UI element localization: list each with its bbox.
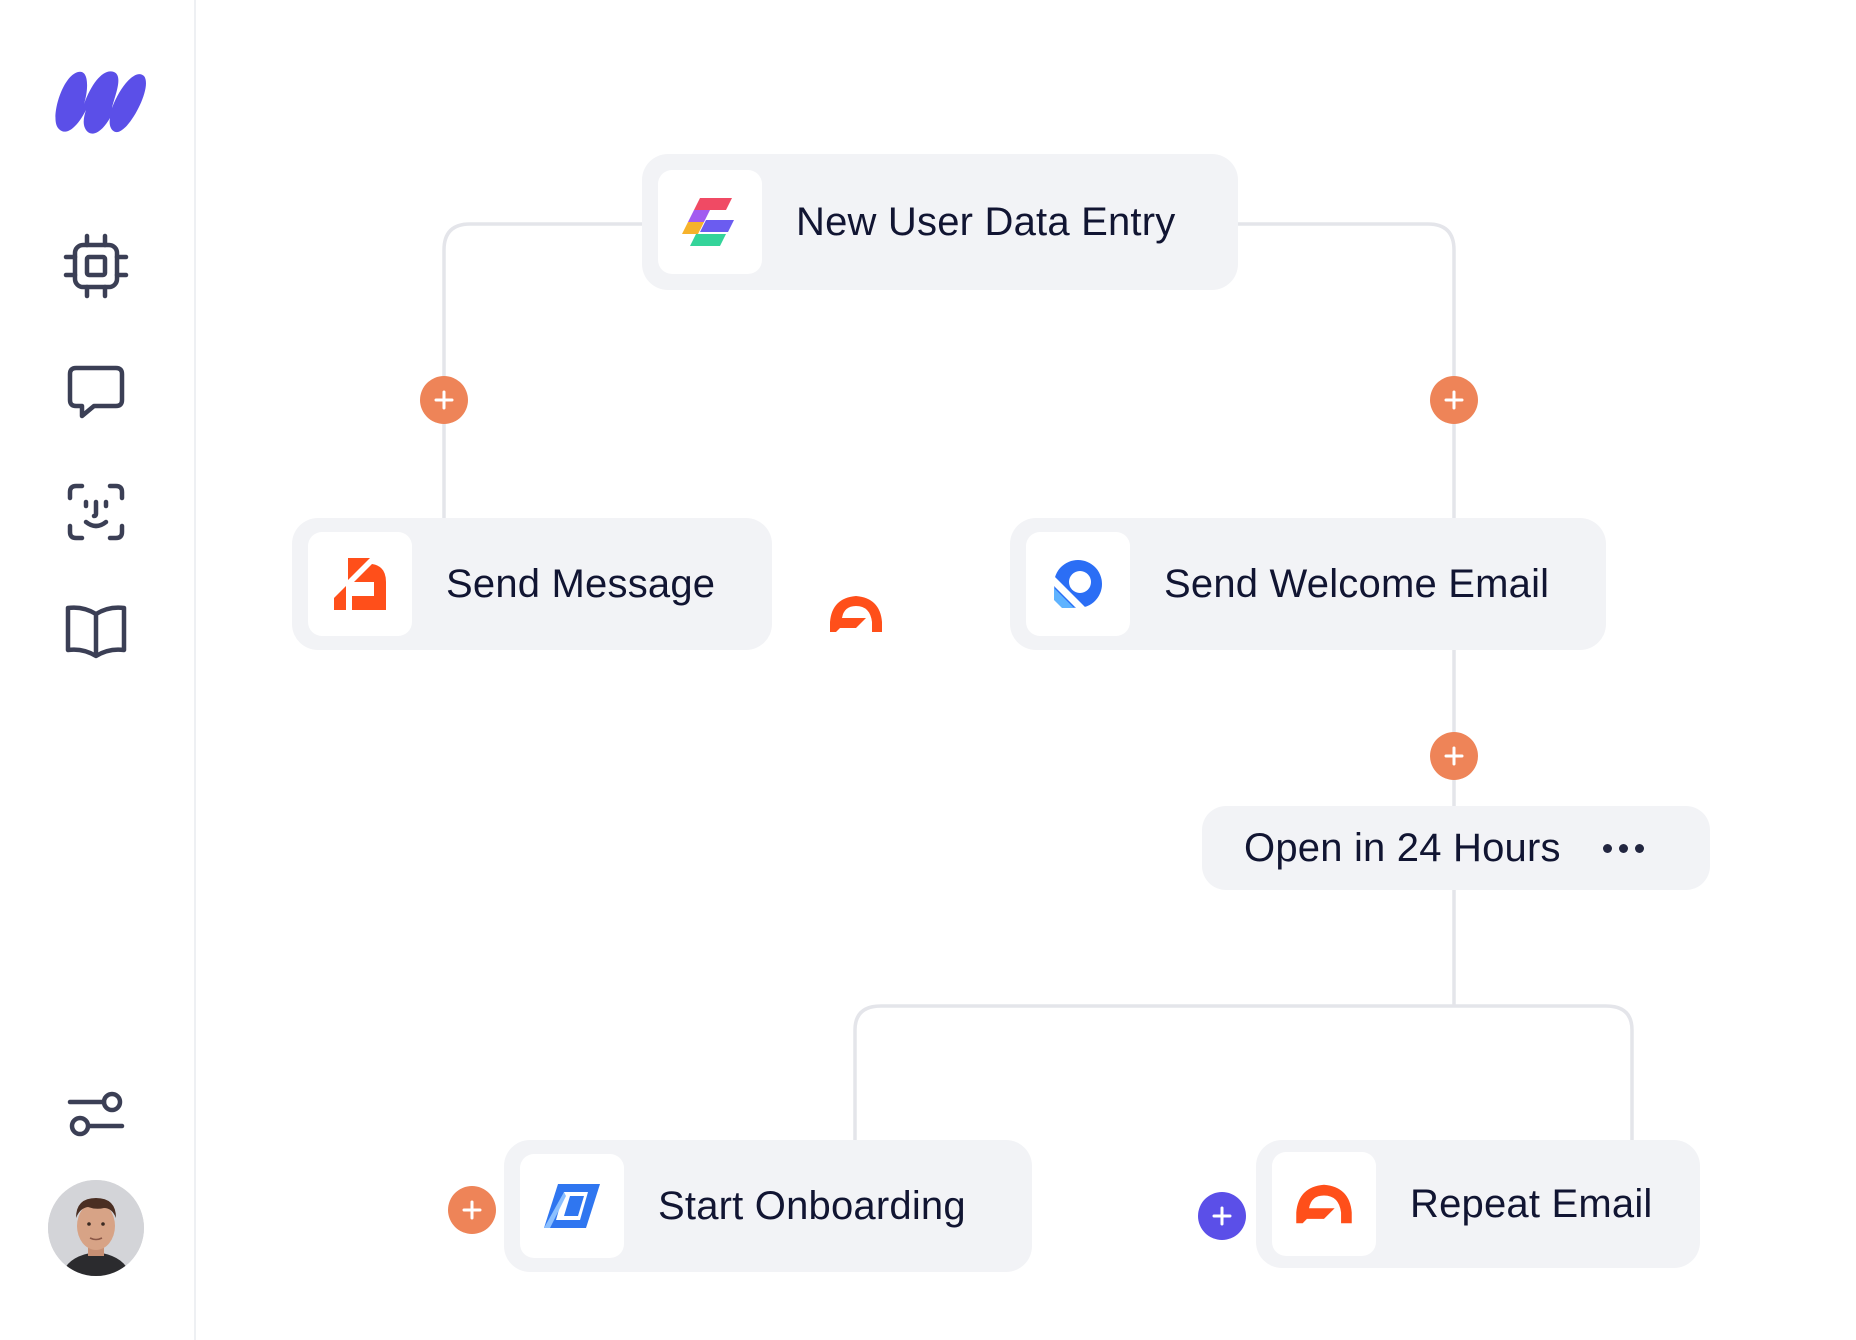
more-dots-icon[interactable] <box>1603 844 1644 853</box>
plus-icon <box>433 389 455 411</box>
orange-box-logo-icon <box>308 532 412 636</box>
add-step-button-branch-a[interactable] <box>448 1186 496 1234</box>
orange-arch-logo-icon <box>1272 1152 1376 1256</box>
add-step-button-branch-b[interactable] <box>1198 1192 1246 1240</box>
plus-icon <box>1211 1205 1233 1227</box>
condition-node[interactable]: Open in 24 Hours <box>1202 806 1710 890</box>
start-onboarding-node[interactable]: Start Onboarding <box>504 1140 1032 1272</box>
add-step-button-left[interactable] <box>420 376 468 424</box>
send-welcome-email-label: Send Welcome Email <box>1164 562 1549 607</box>
plus-icon <box>461 1199 483 1221</box>
plus-icon <box>1443 745 1465 767</box>
add-step-button-condition[interactable] <box>1430 732 1478 780</box>
blue-cube-logo-icon <box>520 1154 624 1258</box>
trigger-label: New User Data Entry <box>796 200 1175 245</box>
add-step-button-right[interactable] <box>1430 376 1478 424</box>
repeat-email-node[interactable]: Repeat Email <box>1256 1140 1700 1268</box>
colorful-s-logo-icon <box>658 170 762 274</box>
orange-arch-logo-icon <box>826 592 886 636</box>
blue-q-logo-icon <box>1026 532 1130 636</box>
plus-icon <box>1443 389 1465 411</box>
trigger-node[interactable]: New User Data Entry <box>642 154 1238 290</box>
condition-label: Open in 24 Hours <box>1244 826 1561 871</box>
send-welcome-email-node[interactable]: Send Welcome Email <box>1010 518 1606 650</box>
send-message-label: Send Message <box>446 562 715 607</box>
repeat-email-label: Repeat Email <box>1410 1182 1653 1227</box>
start-onboarding-label: Start Onboarding <box>658 1184 966 1229</box>
send-message-node[interactable]: Send Message <box>292 518 772 650</box>
